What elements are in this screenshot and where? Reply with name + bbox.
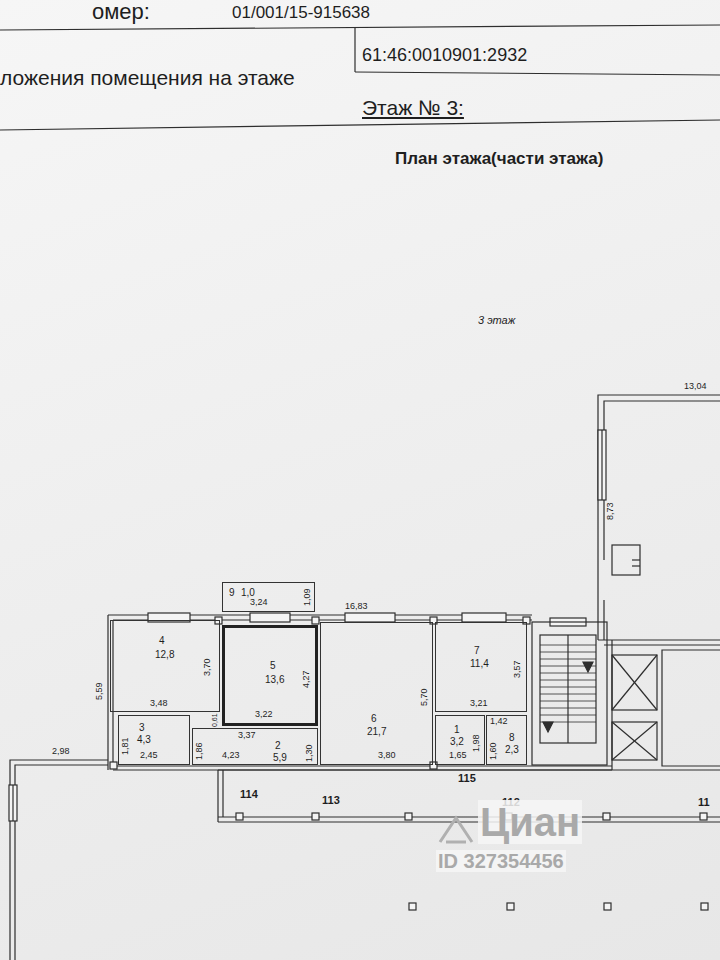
dimension: 5,70 [420,688,430,706]
axis-number: 11 [698,796,710,808]
dimension: 3,80 [378,751,396,761]
dimension: 4,23 [222,751,240,761]
watermark: Циан [478,800,582,844]
dimension: 1,98 [472,734,482,752]
room-number: 7 [474,645,480,656]
dimension: 1,86 [195,742,205,760]
dimension: 3,48 [150,699,168,709]
dimension: 2,45 [140,751,158,761]
room-area: 4,3 [137,734,151,745]
header-text: омер: [92,0,150,24]
header-text: ложения помещения на этаже [0,66,295,89]
room-area: 3,2 [450,736,464,747]
axis-number: 113 [322,794,340,806]
dimension: 13,04 [684,382,707,392]
room-area: 5,9 [273,752,287,763]
dimension: 1,81 [121,737,131,755]
floor-label: 3 этаж [478,314,515,326]
dimension: 2,98 [52,747,70,757]
room-number: 8 [509,732,515,743]
dimension: 4,27 [302,670,312,688]
dimension: 3,57 [513,660,523,678]
room-area: 21,7 [367,726,386,737]
room-number: 4 [159,635,165,646]
plan-title: План этажа(части этажа) [395,150,603,169]
header-text: 01/001/15-915638 [232,4,370,23]
room-box: 621,7 [320,622,433,765]
room-area: 1,0 [241,587,255,598]
watermark: ID 327354456 [436,850,566,872]
room-area: 11,4 [470,658,489,669]
room-box: 91,0 [222,582,315,612]
dimension: 1,30 [305,744,315,762]
dimension: 8,73 [606,502,616,520]
room-number: 1 [454,724,460,735]
dimension: 1,42 [490,717,508,727]
dimension: 3,70 [203,658,213,676]
room-number: 6 [371,713,377,724]
room-area: 2,3 [505,744,519,755]
watermark-logo [440,818,472,842]
dimension: 3,21 [470,699,488,709]
axis-number: 114 [240,788,258,800]
axis-number: 115 [458,772,476,784]
room-area: 13,6 [265,674,284,685]
header-text: Этаж № 3: [362,96,464,119]
room-number: 5 [270,660,276,671]
dimension: 3,37 [238,731,256,741]
room-area: 12,8 [155,649,174,660]
dimension: 16,83 [345,602,368,612]
room-number: 3 [139,722,145,733]
dimension: 1,60 [489,742,499,760]
room-number: 9 [229,587,235,598]
dimension: 3,22 [255,710,273,720]
room-number: 2 [275,740,281,751]
dimension: 0,61 [211,713,219,727]
dimension: 5,59 [95,682,105,700]
header-text: 61:46:0010901:2932 [362,46,527,66]
dimension: 3,24 [250,598,268,608]
dimension: 1,09 [303,588,313,606]
dimension: 1,65 [449,751,467,761]
